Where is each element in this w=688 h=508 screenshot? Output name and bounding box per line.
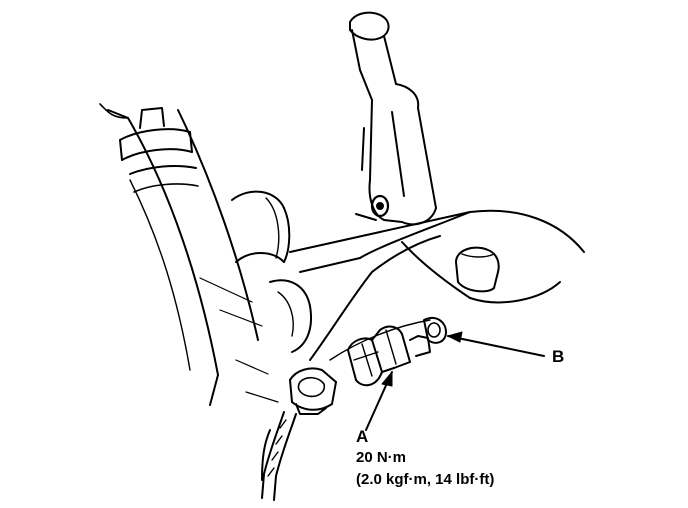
part-label-b: B (552, 347, 565, 366)
torque-spec: 20 N·m (356, 449, 407, 466)
leader-line-b (447, 331, 545, 357)
wire-harness (261, 411, 297, 501)
torque-spec-alternate-units: (2.0 kgf·m, 14 lbf·ft) (356, 471, 495, 488)
sensor-a (347, 316, 447, 387)
casting-boss (231, 190, 312, 353)
reference-lines (199, 277, 279, 403)
wire-connector (289, 367, 337, 415)
mounting-plate (289, 209, 585, 361)
leader-line-a (365, 371, 393, 431)
part-label-a: A (356, 427, 369, 446)
upper-bracket (349, 11, 437, 226)
bolt-head (455, 246, 500, 293)
hose-clamp (119, 107, 199, 193)
